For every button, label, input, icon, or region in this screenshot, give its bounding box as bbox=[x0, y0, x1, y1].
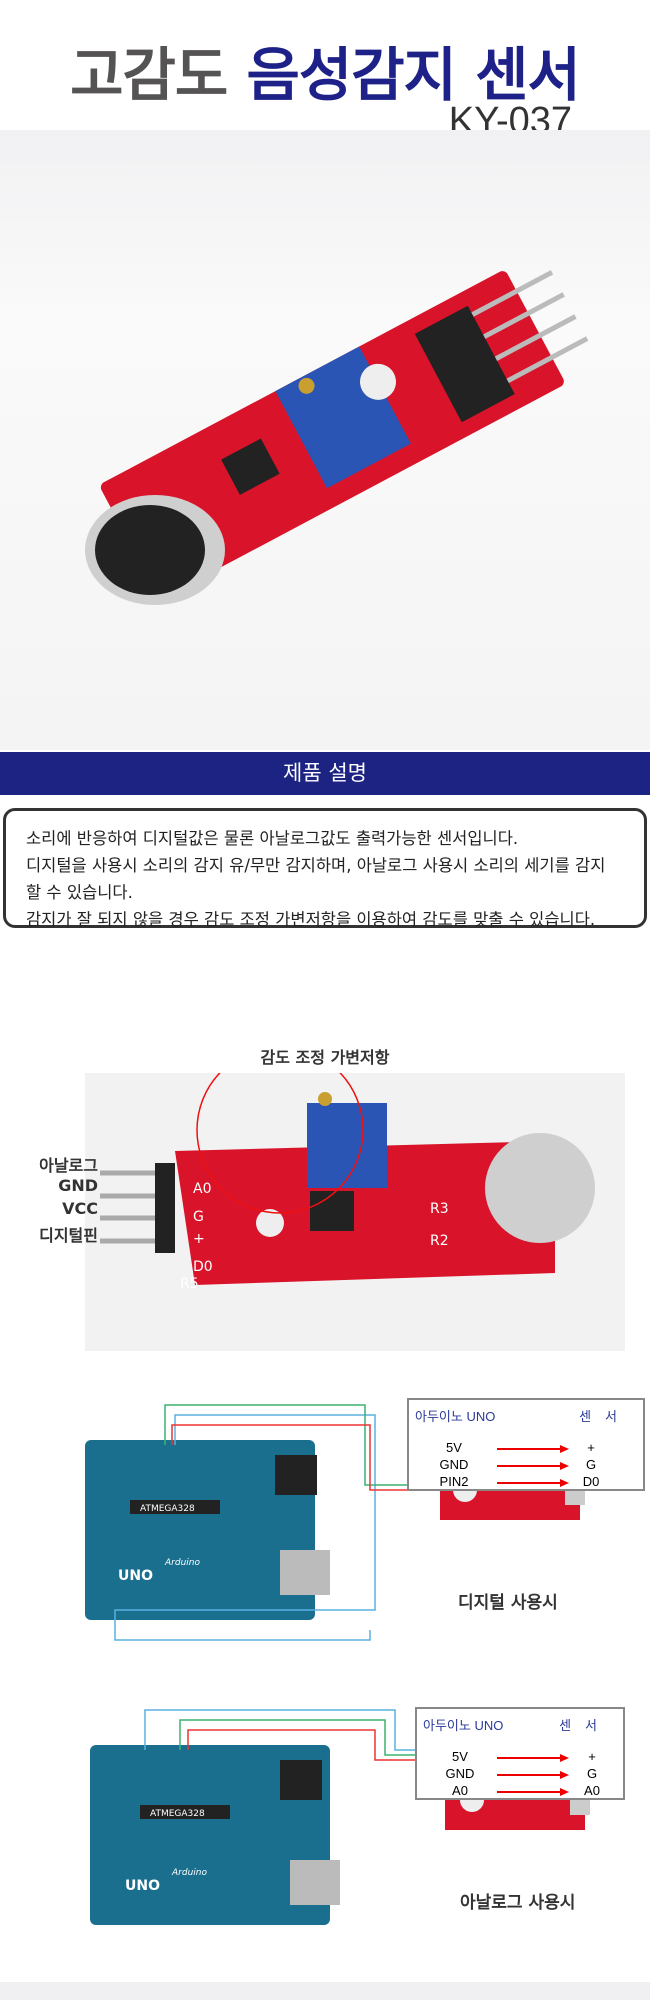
wiring-table-analog: 아두이노 UNO 센서 5V + GND G A0 A0 bbox=[415, 1707, 625, 1800]
description-box: 소리에 반응하여 디지털값은 물론 아날로그값도 출력가능한 센서입니다. 디지… bbox=[3, 808, 647, 929]
wiring-to: D0 bbox=[582, 1474, 600, 1489]
table-header-arduino: 아두이노 UNO bbox=[423, 1718, 504, 1733]
arrow-icon bbox=[497, 1479, 569, 1487]
table-header-arduino: 아두이노 UNO bbox=[415, 1409, 496, 1424]
wiring-row: GND G bbox=[409, 1457, 643, 1473]
wiring-row: 5V + bbox=[417, 1749, 623, 1765]
wiring-from: 5V bbox=[452, 1749, 468, 1764]
board-label: R2 bbox=[430, 1233, 449, 1249]
board-name: UNO bbox=[125, 1878, 160, 1894]
wiring-to: A0 bbox=[584, 1783, 600, 1798]
potentiometer-label: 감도 조정 가변저항 bbox=[260, 1048, 390, 1067]
arrow-icon bbox=[497, 1771, 569, 1779]
pin-label-vcc: VCC bbox=[62, 1199, 98, 1218]
board-label: R3 bbox=[430, 1201, 449, 1217]
arrow-icon bbox=[497, 1462, 569, 1470]
pin-label-analog: 아날로그 bbox=[39, 1156, 98, 1175]
wiring-from: GND bbox=[445, 1766, 475, 1781]
wiring-from: 5V bbox=[446, 1440, 462, 1455]
board-label: A0 bbox=[193, 1181, 211, 1197]
chip-label: ATMEGA328 bbox=[140, 1504, 195, 1514]
pin-label-digital: 디지털핀 bbox=[39, 1226, 98, 1245]
wiring-row: A0 A0 bbox=[417, 1783, 623, 1799]
board-label: G bbox=[193, 1209, 204, 1225]
wiring-row: 5V + bbox=[409, 1440, 643, 1456]
pin-label-gnd: GND bbox=[58, 1176, 98, 1195]
board-brand: Arduino bbox=[164, 1558, 200, 1568]
product-photo bbox=[0, 130, 650, 750]
wiring-to: G bbox=[586, 1766, 598, 1781]
sensor-module-illustration bbox=[85, 270, 589, 605]
sensor-pinout-illustration: A0 G + D0 R3 R2 R5 bbox=[100, 1046, 595, 1292]
wiring-from: GND bbox=[439, 1457, 469, 1472]
caption-analog: 아날로그 사용시 bbox=[460, 1893, 576, 1913]
description-line: 감지가 잘 되지 않을 경우 감도 조정 가변저항을 이용하여 감도를 맞출 수… bbox=[26, 910, 596, 929]
page-title: 고감도 음성감지 센서 bbox=[70, 41, 581, 109]
footer-band bbox=[0, 1982, 650, 2000]
description-line: 디지털을 사용시 소리의 감지 유/무만 감지하며, 아날로그 사용시 소리의 … bbox=[26, 856, 606, 902]
board-label: + bbox=[193, 1231, 205, 1247]
table-header-sensor: 센서 bbox=[559, 1718, 611, 1733]
chip-label: ATMEGA328 bbox=[150, 1809, 205, 1819]
arrow-icon bbox=[497, 1445, 569, 1453]
wiring-row: PIN2 D0 bbox=[409, 1474, 643, 1490]
wiring-to: + bbox=[587, 1440, 595, 1455]
table-header-sensor: 센서 bbox=[579, 1409, 631, 1424]
wiring-to: + bbox=[588, 1749, 596, 1764]
arrow-icon bbox=[497, 1754, 569, 1762]
board-label: R5 bbox=[180, 1276, 199, 1292]
caption-digital: 디지털 사용시 bbox=[458, 1593, 558, 1613]
wiring-from: A0 bbox=[452, 1783, 468, 1798]
board-label: D0 bbox=[193, 1259, 213, 1275]
wiring-table-digital: 아두이노 UNO 센서 5V + GND G PIN2 D0 bbox=[407, 1398, 645, 1491]
wiring-to: G bbox=[585, 1457, 597, 1472]
pinout-photo: A0 G + D0 R3 R2 R5 bbox=[85, 1046, 625, 1351]
wiring-from: PIN2 bbox=[439, 1474, 469, 1489]
description-line: 소리에 반응하여 디지털값은 물론 아날로그값도 출력가능한 센서입니다. bbox=[26, 829, 519, 848]
wiring-row: GND G bbox=[417, 1766, 623, 1782]
section-banner: 제품 설명 bbox=[0, 752, 650, 795]
arrow-icon bbox=[497, 1788, 569, 1796]
board-brand: Arduino bbox=[171, 1868, 207, 1878]
board-name: UNO bbox=[118, 1568, 153, 1584]
